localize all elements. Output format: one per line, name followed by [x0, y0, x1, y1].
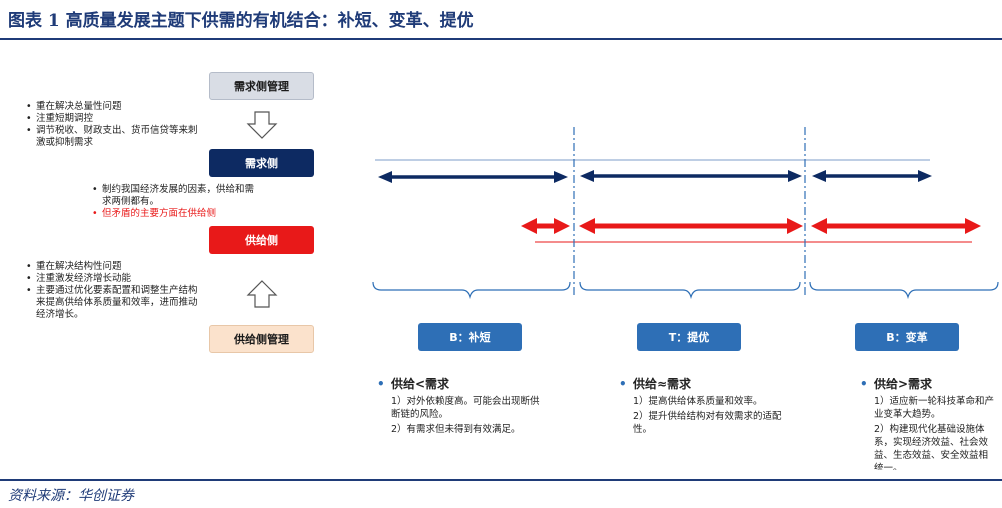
demand-arrow-2 — [580, 170, 802, 182]
middle-notes: 制约我国经济发展的因素，供给和需求两侧都有。 但矛盾的主要方面在供给侧 — [90, 184, 260, 220]
down-hollow-arrow — [246, 111, 278, 139]
phase-item: 2）有需求但未得到有效满足。 — [391, 424, 521, 435]
supply-arrow-3 — [811, 218, 981, 234]
supply-note: 主要通过优化要素配置和调整生产结构来提高供给体系质量和效率，进而推动经济增长。 — [24, 285, 200, 321]
demand-note: 注重短期调控 — [24, 113, 200, 125]
phase-box-bian-ge: B：变革 — [855, 323, 959, 351]
phase-brace-1 — [372, 281, 571, 300]
phase-item: 1）提高供给体系质量和效率。 — [633, 396, 763, 407]
phase-item: 2）提升供给结构对有效需求的适配性。 — [633, 411, 782, 435]
supply-arrow-2 — [579, 218, 803, 234]
supply-notes: 重在解决结构性问题 注重激发经济增长动能 主要通过优化要素配置和调整生产结构来提… — [24, 261, 200, 321]
demand-management-box: 需求侧管理 — [209, 72, 314, 100]
phase-item: 1）适应新一轮科技革命和产业变革大趋势。 — [874, 396, 995, 420]
demand-arrow-3 — [812, 170, 932, 182]
supply-note: 重在解决结构性问题 — [24, 261, 200, 273]
phase-brace-2 — [579, 281, 801, 300]
phase-brace-3 — [809, 281, 999, 300]
figure-title: 图表 1 高质量发展主题下供需的有机结合：补短、变革、提优 — [8, 11, 474, 31]
phase-box-bu-duan: B：补短 — [418, 323, 522, 351]
supply-note: 注重激发经济增长动能 — [24, 273, 200, 285]
demand-arrow-1 — [378, 171, 568, 183]
phase-desc-3: 供给>需求 1）适应新一轮科技革命和产业变革大趋势。 2）构建现代化基础设施体系… — [860, 378, 996, 470]
phase-heading: 供给<需求 — [377, 378, 547, 392]
phase-box-ti-you: T：提优 — [637, 323, 741, 351]
supply-arrow-1 — [521, 218, 570, 234]
demand-side-box: 需求侧 — [209, 149, 314, 177]
supply-management-box: 供给侧管理 — [209, 325, 314, 353]
supply-side-box: 供给侧 — [209, 226, 314, 254]
phase-desc-2: 供给≈需求 1）提高供给体系质量和效率。 2）提升供给结构对有效需求的适配性。 — [619, 378, 789, 438]
phase-desc-1: 供给<需求 1）对外依赖度高。可能会出现断供断链的风险。 2）有需求但未得到有效… — [377, 378, 547, 438]
demand-note: 调节税收、财政支出、货币信贷等来刺激或抑制需求 — [24, 125, 200, 149]
middle-note-red: 但矛盾的主要方面在供给侧 — [90, 208, 260, 220]
middle-note: 制约我国经济发展的因素，供给和需求两侧都有。 — [90, 184, 260, 208]
title-rule — [0, 38, 1002, 40]
footer-rule — [0, 479, 1002, 481]
phase-item: 2）构建现代化基础设施体系，实现经济效益、社会效益、生态效益、安全效益相统一。 — [874, 424, 989, 470]
phase-heading: 供给≈需求 — [619, 378, 789, 392]
demand-note: 重在解决总量性问题 — [24, 101, 200, 113]
demand-notes: 重在解决总量性问题 注重短期调控 调节税收、财政支出、货币信贷等来刺激或抑制需求 — [24, 101, 200, 149]
up-hollow-arrow — [246, 280, 278, 308]
supply-demand-diagram — [246, 111, 999, 308]
source-note: 资料来源：华创证券 — [8, 488, 134, 504]
phase-heading: 供给>需求 — [860, 378, 996, 391]
phase-item: 1）对外依赖度高。可能会出现断供断链的风险。 — [391, 396, 540, 420]
